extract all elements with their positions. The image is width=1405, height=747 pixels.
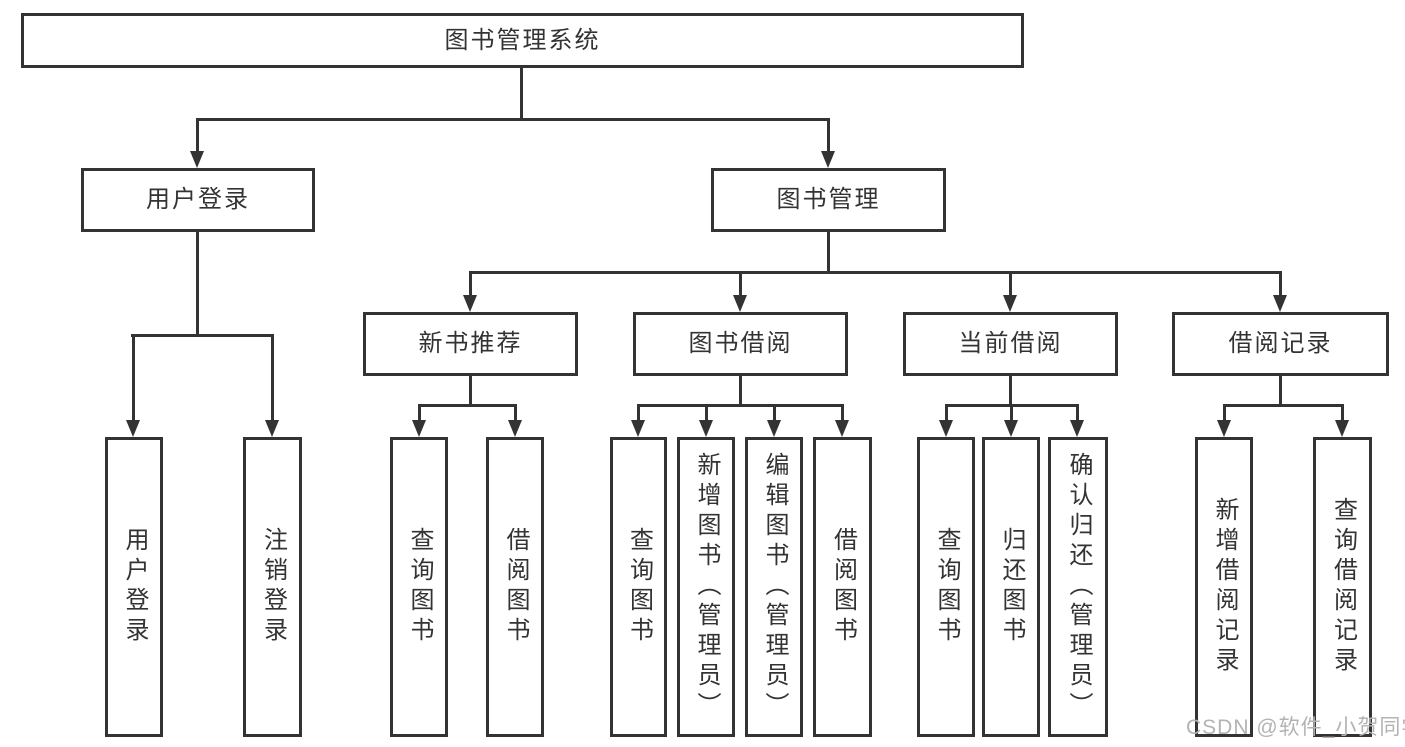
node-label: 查询图书 [625,527,653,647]
connector-line [196,118,830,121]
leaf-logout: 注销登录 [243,437,302,737]
node-label: 用户登录 [121,527,148,647]
connector-line [841,404,844,422]
node-label: 用户登录 [146,186,250,213]
node-label: 确认归还（管理员） [1065,452,1092,722]
node-label: 借阅记录 [1228,330,1333,357]
arrow-down-icon [631,420,645,437]
connector-line [1010,404,1013,422]
arrow-down-icon [733,295,747,312]
node-root: 图书管理系统 [21,13,1024,68]
arrow-down-icon [1070,420,1084,437]
node-label: 编辑图书（管理员） [761,452,788,722]
leaf-query-borrow-record: 查询借阅记录 [1313,437,1372,737]
node-label: 注销登录 [259,527,287,647]
connector-line [514,404,517,422]
node-label: 查询图书 [933,527,960,647]
arrow-down-icon [190,151,204,168]
leaf-return-books: 归还图书 [982,437,1040,737]
node-label: 图书管理 [776,186,881,213]
connector-line [469,271,1281,274]
arrow-down-icon [463,295,477,312]
connector-line [945,404,948,422]
node-label: 借阅图书 [502,527,529,647]
node-label: 当前借阅 [958,330,1063,357]
arrow-down-icon [939,420,953,437]
watermark: CSDN @软件_小贺同学 [1186,716,1405,739]
connector-line [131,334,273,337]
leaf-add-borrow-record: 新增借阅记录 [1195,437,1253,737]
leaf-confirm-return-admin: 确认归还（管理员） [1048,437,1108,737]
node-label: 图书管理系统 [444,26,601,54]
arrow-down-icon [508,420,522,437]
arrow-down-icon [767,420,781,437]
arrow-down-icon [126,420,140,437]
node-book-management: 图书管理 [711,168,946,232]
arrow-down-icon [265,420,279,437]
leaf-borrow-books-borrowing: 借阅图书 [813,437,872,737]
connector-line [1223,404,1343,407]
connector-line [1279,271,1282,297]
arrow-down-icon [1003,295,1017,312]
connector-line [271,334,274,422]
node-current-borrowing: 当前借阅 [903,312,1118,376]
arrow-down-icon [1004,420,1018,437]
node-label: 查询图书 [406,527,433,647]
connector-line [418,404,421,422]
node-user-login-branch: 用户登录 [81,168,315,232]
leaf-query-books-borrowing: 查询图书 [610,437,667,737]
node-label: 新书推荐 [418,330,523,357]
connector-line [1341,404,1344,422]
node-label: 归还图书 [998,527,1025,647]
leaf-query-books-recommend: 查询图书 [390,437,448,737]
arrow-down-icon [699,420,713,437]
connector-line [1279,374,1282,406]
arrow-down-icon [412,420,426,437]
node-borrowing-records: 借阅记录 [1172,312,1389,376]
node-label: 查询借阅记录 [1329,497,1357,677]
connector-line [196,118,199,154]
connector-line [827,118,830,154]
connector-line [1009,271,1012,297]
node-new-book-recommend: 新书推荐 [363,312,578,376]
arrow-down-icon [821,151,835,168]
connector-line [705,404,708,422]
leaf-user-login: 用户登录 [105,437,163,737]
leaf-edit-book-admin: 编辑图书（管理员） [745,437,803,737]
node-label: 图书借阅 [688,330,793,357]
arrow-down-icon [1217,420,1231,437]
connector-line [196,230,199,336]
connector-line [520,66,523,120]
connector-line [739,271,742,297]
connector-line [1009,374,1012,406]
connector-line [637,404,843,407]
arrow-down-icon [1335,420,1349,437]
leaf-query-books-current: 查询图书 [917,437,975,737]
node-label: 新增图书（管理员） [693,452,720,722]
connector-line [739,374,742,406]
connector-line [1223,404,1226,422]
connector-line [469,271,472,297]
node-label: 借阅图书 [829,527,857,647]
connector-line [637,404,640,422]
connector-line [827,230,830,274]
leaf-add-book-admin: 新增图书（管理员） [677,437,735,737]
connector-line [1076,404,1079,422]
connector-line [469,374,472,406]
arrow-down-icon [1273,295,1287,312]
arrow-down-icon [835,420,849,437]
node-label: 新增借阅记录 [1211,497,1238,677]
connector-line [132,334,135,422]
connector-line [418,404,516,407]
leaf-borrow-books-recommend: 借阅图书 [486,437,544,737]
node-book-borrowing: 图书借阅 [633,312,848,376]
connector-line [773,404,776,422]
